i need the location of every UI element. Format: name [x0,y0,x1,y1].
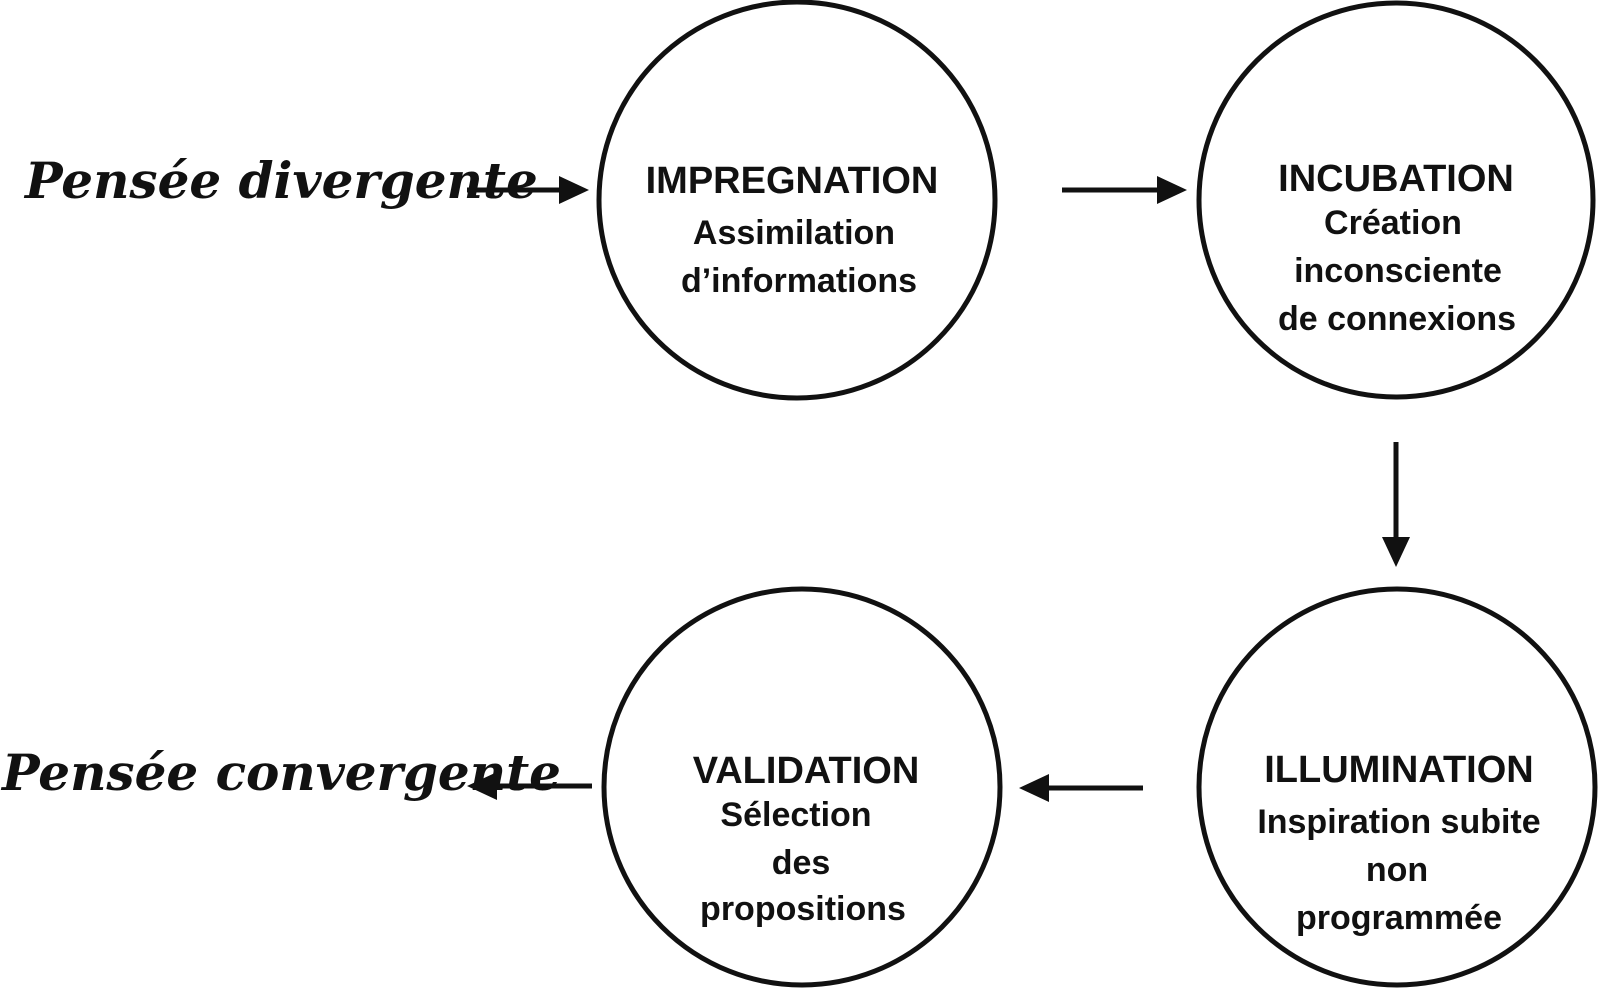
stage-description-line: de connexions [1278,300,1516,338]
stage-circle [596,0,998,401]
stage-description-line: Inspiration subite [1257,803,1540,841]
stage-description-line: Assimilation [693,214,895,252]
stage-title: INCUBATION [1278,158,1514,200]
stage-title: IMPREGNATION [646,160,939,202]
stage-circle [601,586,1003,988]
stage-title: VALIDATION [693,750,920,792]
stage-description-line: des [772,844,831,882]
stage-impregnation: IMPREGNATION Assimilation d’informations [596,0,998,401]
stage-description-line: Création [1324,204,1462,242]
stage-illumination: ILLUMINATION Inspiration subite non prog… [1196,586,1598,988]
stage-validation: VALIDATION Sélection des propositions [601,586,1003,988]
divergent-thinking-label: Pensée divergente [23,151,538,210]
stage-title: ILLUMINATION [1264,749,1533,791]
stage-description-line: inconsciente [1294,252,1502,290]
convergent-thinking-label: Pensée convergente [0,743,561,802]
stage-description-line: d’informations [681,262,917,300]
stage-incubation: INCUBATION Création inconsciente de conn… [1196,0,1596,400]
arrow-illumination-to-validation [1019,774,1143,802]
stage-description-line: Sélection [720,796,871,834]
arrow-impregnation-to-incubation [1062,176,1187,204]
stage-circle [1196,0,1596,400]
stage-circle [1196,586,1598,988]
stage-description-line: programmée [1296,899,1502,937]
arrow-incubation-to-illumination [1382,442,1410,567]
stage-description-line: non [1366,851,1428,889]
arrow-divergent-to-impregnation [467,176,589,204]
stage-description-line: propositions [700,890,906,928]
arrow-validation-to-convergent [467,772,592,800]
